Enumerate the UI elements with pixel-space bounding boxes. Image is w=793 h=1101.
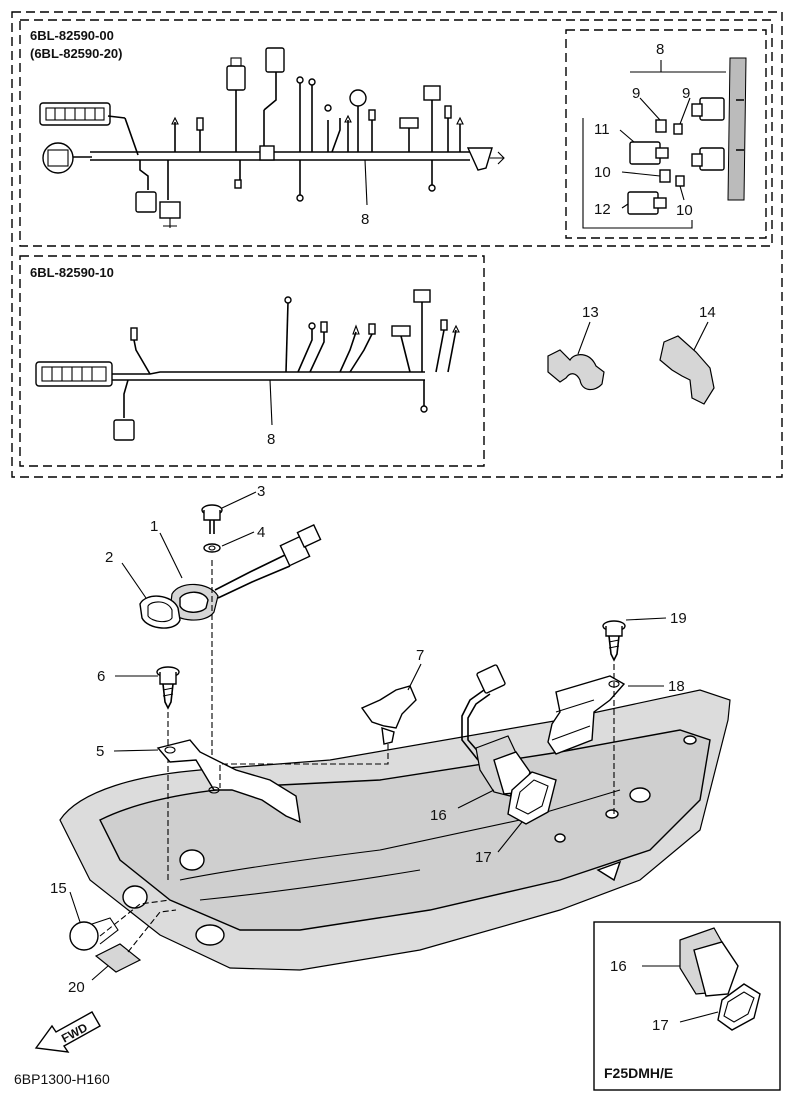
part-10-label-b: 10	[676, 202, 693, 219]
part-15-plug	[69, 891, 171, 951]
part-16-connector-block	[457, 664, 531, 809]
part-9-label-b: 9	[682, 85, 690, 102]
harness-a-dashed-box	[19, 19, 773, 247]
connector-detail-group	[582, 57, 747, 229]
harness-a-code: 6BL-82590-00	[30, 28, 114, 43]
part-20-label: 20	[68, 979, 85, 996]
inset-part-17	[679, 983, 761, 1031]
part-15-label: 15	[50, 880, 67, 897]
part-19-label: 19	[670, 610, 687, 627]
part-9-label-a: 9	[632, 85, 640, 102]
part-2-seal	[121, 562, 181, 629]
wire-harness-a	[39, 47, 505, 228]
bottom-cowling	[59, 689, 731, 971]
inset-model-box	[593, 921, 781, 1091]
inset-part-16-label: 16	[610, 958, 627, 975]
part-5-label: 5	[96, 743, 104, 760]
part-17-label: 17	[475, 849, 492, 866]
part-11-label: 11	[594, 121, 610, 138]
part-12-label: 12	[594, 201, 611, 218]
part-8-label-b: 8	[267, 431, 275, 448]
part-8-detail-label: 8	[656, 41, 664, 58]
part-18-label: 18	[668, 678, 685, 695]
upper-dashed-frame	[11, 11, 783, 478]
harness-a-alt-code: (6BL-82590-20)	[30, 46, 123, 61]
part-7-label: 7	[416, 647, 424, 664]
inset-part-17-label: 17	[652, 1017, 669, 1034]
harness-b-code: 6BL-82590-10	[30, 265, 114, 280]
part-5-bracket	[113, 739, 301, 824]
part-8-label-a: 8	[361, 211, 369, 228]
part-3-label: 3	[257, 483, 265, 500]
part-16-label: 16	[430, 807, 447, 824]
part-18-bracket	[547, 675, 664, 755]
forward-direction-arrow: FWD	[34, 1011, 101, 1053]
harness-b-dashed-box	[19, 255, 485, 467]
part-10-label-a: 10	[594, 164, 611, 181]
figure-code: 6BP1300-H160	[14, 1071, 110, 1087]
part-2-label: 2	[105, 549, 113, 566]
connector-detail-dashed-box	[565, 29, 767, 239]
part-1-label: 1	[150, 518, 158, 535]
inset-model-name: F25DMH/E	[604, 1065, 673, 1081]
clamp-14	[659, 321, 715, 405]
part-13-label: 13	[582, 304, 599, 321]
part-14-label: 14	[699, 304, 716, 321]
part-4-label: 4	[257, 524, 265, 541]
clamp-13	[547, 321, 605, 391]
part-17-gasket	[497, 771, 557, 853]
part-19-screw	[602, 617, 667, 814]
part-6-screw	[115, 666, 180, 710]
part-20-label-sticker	[91, 909, 177, 981]
part-3-screw	[201, 491, 257, 534]
inset-part-16	[642, 927, 739, 997]
part-6-label: 6	[97, 668, 105, 685]
part-1-grommet-cable	[159, 524, 322, 621]
part-7-holder	[219, 663, 422, 788]
wire-harness-b	[35, 289, 460, 441]
part-4-washer	[203, 531, 255, 553]
